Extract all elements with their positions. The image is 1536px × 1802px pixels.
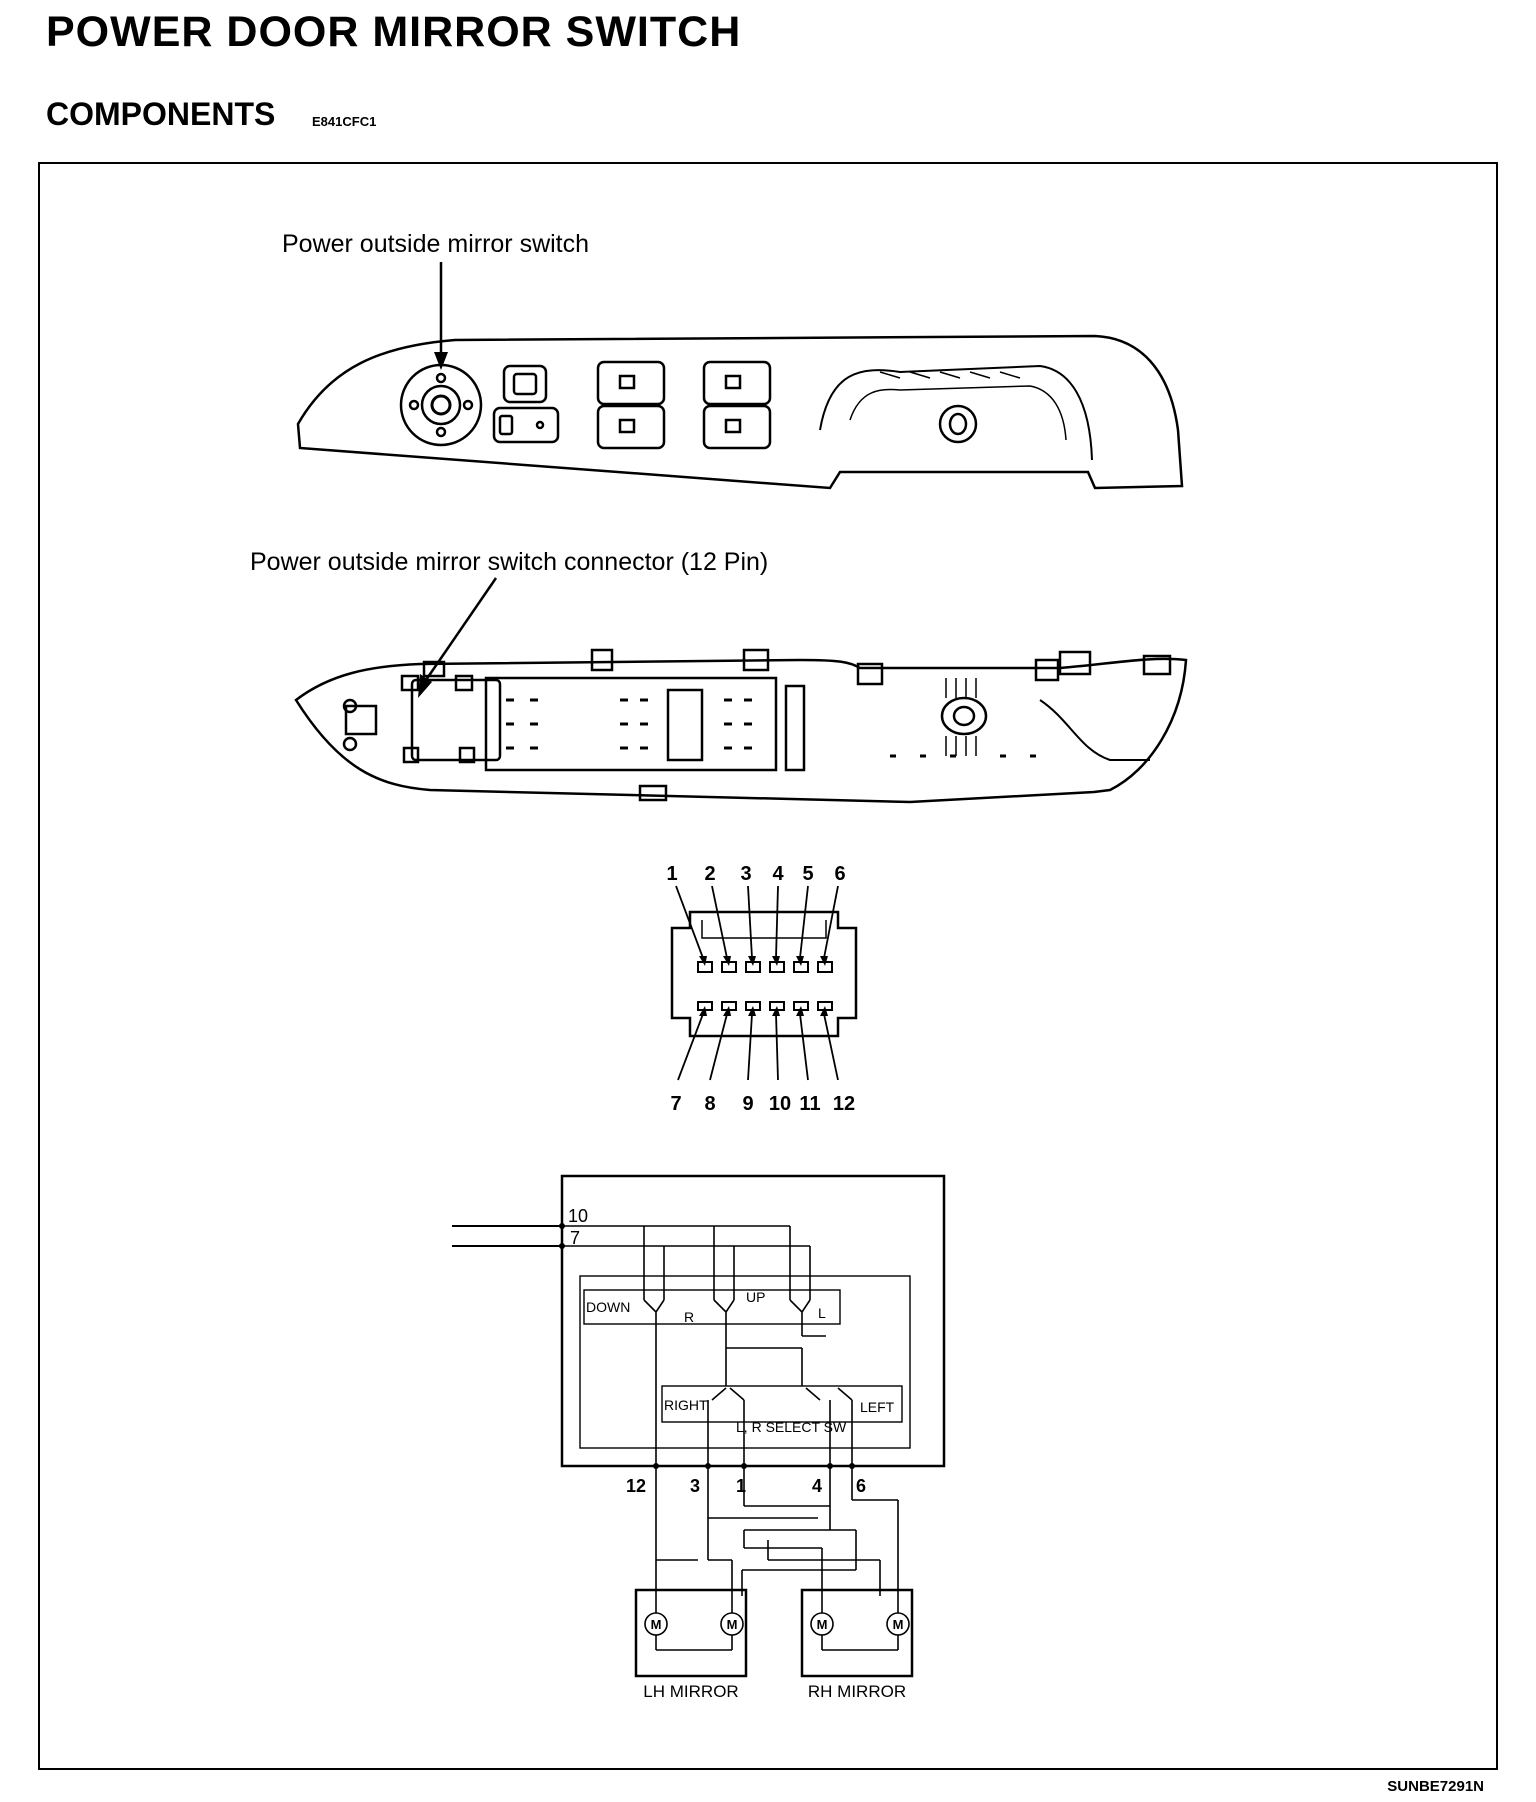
switch-callout-label: Power outside mirror switch [282,230,589,258]
section-heading: COMPONENTS [46,96,276,132]
pin-4-label: 4 [772,863,784,885]
output-pin-4: 4 [812,1476,822,1496]
connector-callout-label: Power outside mirror switch connector (1… [250,548,768,576]
page-title: POWER DOOR MIRROR SWITCH [46,8,742,56]
connector-housing [670,910,858,1038]
output-pin-6: 6 [856,1476,866,1496]
pin-8-label: 8 [704,1093,715,1115]
pin-11-label: 11 [799,1093,820,1115]
pin-12-label: 12 [833,1093,855,1115]
rh-motor-2 [886,1612,910,1636]
pin-10-label: 10 [769,1093,791,1115]
output-pin-3: 3 [690,1476,700,1496]
pin-5-label: 5 [802,863,813,885]
output-pin-1: 1 [736,1476,746,1496]
switch-outline [560,1174,946,1468]
pin-7-label: 7 [670,1093,681,1115]
rh-mirror-box [800,1588,914,1678]
input-pin-7: 7 [570,1228,580,1248]
motor-label: M [727,1617,738,1632]
section-code: E841CFC1 [312,114,377,129]
r-label: R [684,1309,694,1325]
mirror-joystick [399,363,483,447]
up-label: UP [746,1289,765,1305]
lh-motor-1 [644,1612,668,1636]
lh-mirror-label: LH MIRROR [643,1682,738,1701]
motor-label: M [651,1617,662,1632]
figure-code: SUNBE7291N [1387,1778,1484,1795]
pin-2-label: 2 [704,863,715,885]
down-label: DOWN [586,1299,630,1315]
select-switch-label: L, R SELECT SW [736,1419,847,1435]
lh-motor-2 [720,1612,744,1636]
rh-mirror-label: RH MIRROR [808,1682,906,1701]
circuit-schematic: 10 7 DOWN UP R L RIGHT LEFT L, R SELECT … [452,1174,946,1701]
armrest-bottom-view [294,648,1188,804]
switch-arrowhead [434,352,448,370]
connector-pinout: 1 2 3 4 5 6 [666,863,858,1115]
lh-mirror-box [634,1588,748,1678]
pin-1-label: 1 [666,863,677,885]
motor-label: M [817,1617,828,1632]
armrest-top-view [296,334,1184,490]
output-pin-12: 12 [626,1476,646,1496]
motor-label: M [893,1617,904,1632]
right-label: RIGHT [664,1397,708,1413]
rh-motor-1 [810,1612,834,1636]
input-pin-10: 10 [568,1206,588,1226]
pin-3-label: 3 [740,863,751,885]
pin-9-label: 9 [742,1093,753,1115]
figure-frame [38,162,1498,1770]
left-label: LEFT [860,1399,895,1415]
connector-arrowhead [418,674,432,698]
l-label: L [818,1305,826,1321]
pin-6-label: 6 [834,863,845,885]
